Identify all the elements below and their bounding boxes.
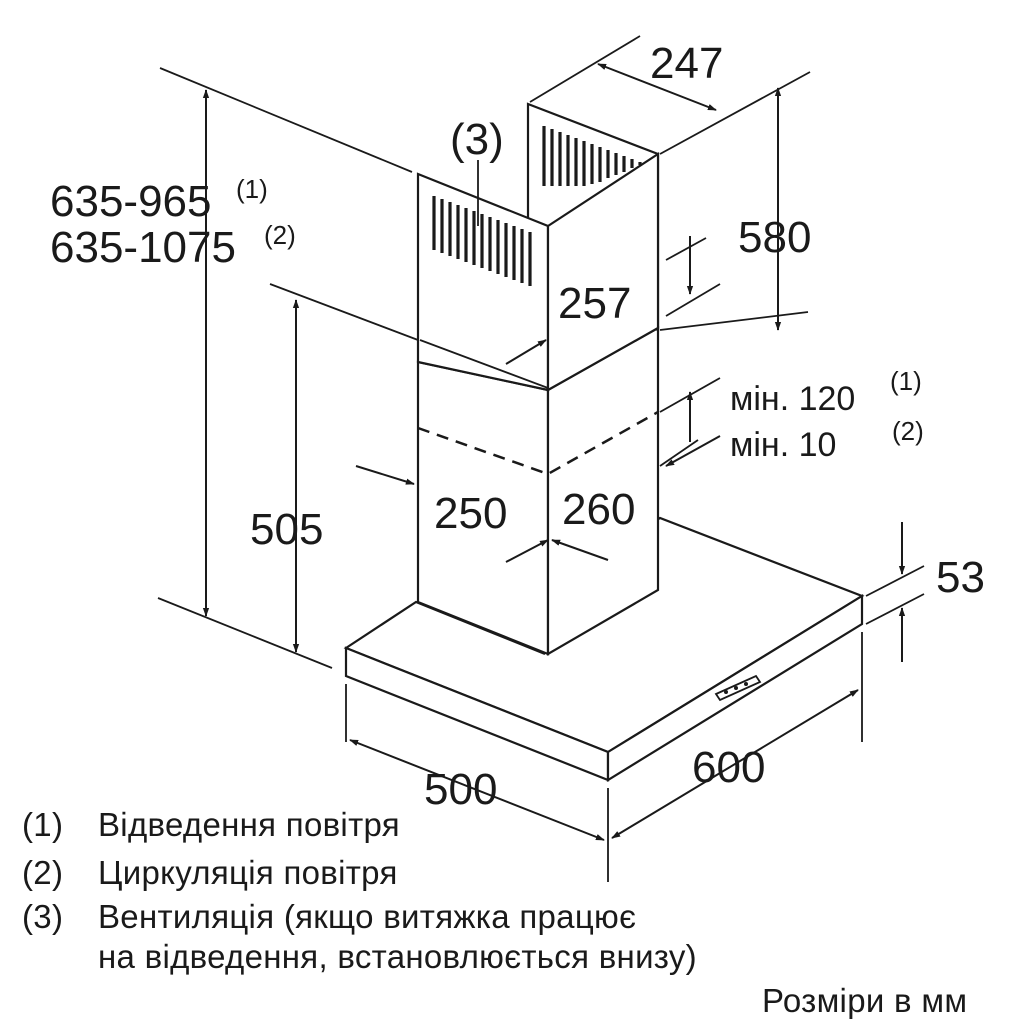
label-min-10-ref: (2) — [892, 416, 924, 446]
label-height-recirc-ref: (2) — [264, 220, 296, 250]
legend-item1-text: Відведення повітря — [98, 806, 400, 843]
legend-item1-num: (1) — [22, 806, 63, 843]
label-callout-3: (3) — [450, 115, 504, 164]
legend: (1) Відведення повітря (2) Циркуляція по… — [22, 806, 967, 1019]
label-height-exhaust-ref: (1) — [236, 174, 268, 204]
dimension-lines — [202, 63, 906, 841]
label-height-exhaust: 635-965 — [50, 177, 211, 226]
dim-arrow-120-bottom — [665, 435, 721, 467]
legend-item2-num: (2) — [22, 854, 63, 891]
legend-item3-text-line1: Вентиляція (якщо витяжка працює — [98, 898, 636, 935]
extension-lines — [157, 35, 925, 882]
dim-line-600 — [611, 689, 859, 839]
upper-chimney-right-face — [546, 151, 660, 392]
label-500: 500 — [424, 765, 497, 814]
units-note: Розміри в мм — [762, 982, 967, 1019]
label-height-recirc: 635-1075 — [50, 223, 236, 272]
label-min-120: мін. 120 — [730, 380, 855, 418]
dimension-labels: 635-965 (1) 635-1075 (2) 505 580 247 257… — [50, 39, 985, 814]
dim-arrow-260-right — [551, 539, 609, 561]
dim-arrow-250 — [355, 465, 415, 485]
label-257: 257 — [558, 279, 631, 328]
label-53: 53 — [936, 553, 985, 602]
label-min-120-ref: (1) — [890, 366, 922, 396]
legend-item3-text-line2: на відведення, встановлюється внизу) — [98, 938, 697, 975]
label-505: 505 — [250, 505, 323, 554]
hood-drawing — [343, 102, 865, 782]
dim-arrow-257-lower — [505, 339, 547, 365]
vent-grille-back — [542, 126, 642, 186]
vent-grille-front — [432, 196, 532, 286]
label-260: 260 — [562, 485, 635, 534]
label-600: 600 — [692, 743, 765, 792]
legend-item2-text: Циркуляція повітря — [98, 854, 398, 891]
label-580: 580 — [738, 213, 811, 262]
dim-line-500 — [349, 739, 605, 841]
dim-line-247 — [597, 63, 717, 111]
label-250: 250 — [434, 489, 507, 538]
dim-arrow-260-left — [505, 539, 549, 563]
label-min-10: мін. 10 — [730, 426, 836, 464]
legend-item3-num: (3) — [22, 898, 63, 935]
hidden-overlap-line — [417, 410, 659, 476]
label-247: 247 — [650, 39, 723, 88]
